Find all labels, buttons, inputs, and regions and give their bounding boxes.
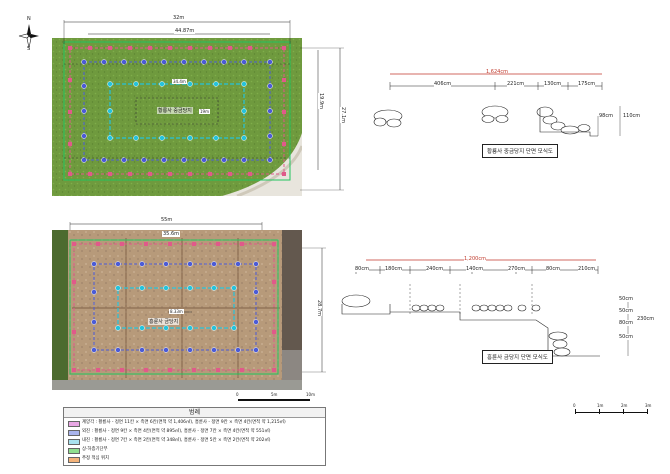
legend-swatch [68,448,80,454]
compass-north: N [27,16,31,22]
compass: N S [16,16,42,52]
section-top-caption: 황룡사 중금당지 단면 모식도 [482,144,558,158]
plan-bottom-inner-dim: 8.33m [169,309,184,314]
scale-bar-left: 0 5m 10m [236,392,318,406]
section-bottom-height: 230cm [637,316,655,322]
plan-top-photo: 황룡사 중금당지 19m 34.4m [52,38,302,196]
section-bottom-height: 80cm [619,320,633,326]
section-bottom-seg: 240cm [426,266,444,272]
section-bottom-seg: 80cm [355,266,369,272]
section-bottom-seg: 180cm [385,266,403,272]
section-top-total: 1,624cm [486,69,508,75]
section-top-seg: 175cm [578,81,596,87]
section-bottom-height: 50cm [619,334,633,340]
scale-right-tick-0: 0 [573,403,576,408]
section-bottom-seg: 270cm [508,266,526,272]
legend-label: 내진 : 황룡사 - 정면 7칸 × 측면 2칸(면적 약 348㎡), 흥륜사… [82,438,271,443]
scale-left-tick-0: 0 [236,392,239,397]
scale-left-tick-2: 10m [306,392,315,397]
scale-right-tick-2: 2m [621,403,628,408]
legend-swatch [68,421,80,427]
legend: 범례 계양각 : 황룡사 - 정면 11칸 × 측면 6칸(면적 약 1,406… [63,407,326,466]
section-top-seg: 221cm [507,81,525,87]
scale-bar-right: 0 1m 2m 3m [573,403,655,419]
compass-south: S [27,46,31,52]
section-top-seg: 406cm [434,81,452,87]
plan-bottom-photo: 흥륜사 금당지 8.33m [52,230,302,390]
plan-top-width-mid: 44.87m [174,28,196,34]
plan-bottom-height-outer: 28.7m [316,299,323,317]
scale-right-tick-1: 1m [597,403,604,408]
legend-label: 추정 적심 위치 [82,456,110,461]
section-bottom-seg: 140cm [466,266,484,272]
legend-swatch [68,439,80,445]
plan-bottom-label: 흥륜사 금당지 [148,318,180,325]
plan-top-inner-width: 34.4m [172,79,187,84]
section-bottom-total: 1,200cm [464,256,486,262]
plan-top-label: 황룡사 중금당지 [157,107,193,114]
plan-bottom-width-outer: 55m [160,217,174,223]
plan-bottom-width-mid: 35.6m [162,231,181,237]
section-bottom-height: 50cm [619,296,633,302]
section-bottom-seg: 80cm [546,266,560,272]
section-top-drawing [373,73,621,137]
plan-top-inner-height: 19m [199,109,210,114]
section-top-seg: 130cm [544,81,562,87]
legend-title: 범례 [64,408,325,418]
legend-label: 계양각 : 황룡사 - 정면 11칸 × 측면 6칸(면적 약 1,406㎡),… [82,420,286,425]
plan-top-width-outer: 32m [172,15,186,21]
scale-left-tick-1: 5m [271,392,278,397]
section-bottom-seg: 210cm [578,266,596,272]
plan-top-height-outer: 27.1m [340,106,347,124]
compass-rose-icon [18,24,39,49]
section-top-height: 98cm [599,113,613,119]
legend-label: 외진 : 황룡사 - 정면 9칸 × 측면 4칸(면적 약 895㎡), 흥륜사… [82,429,271,434]
legend-swatch [68,457,80,463]
section-top-height: 110cm [623,113,641,119]
section-bottom-caption: 흥륜사 금당지 단면 모식도 [482,350,553,364]
legend-label: 상·하층기단부 [82,447,108,452]
plan-top-height-mid: 19.9m [318,92,325,110]
scale-right-tick-3: 3m [645,403,652,408]
legend-swatch [68,430,80,436]
section-bottom-height: 50cm [619,308,633,314]
